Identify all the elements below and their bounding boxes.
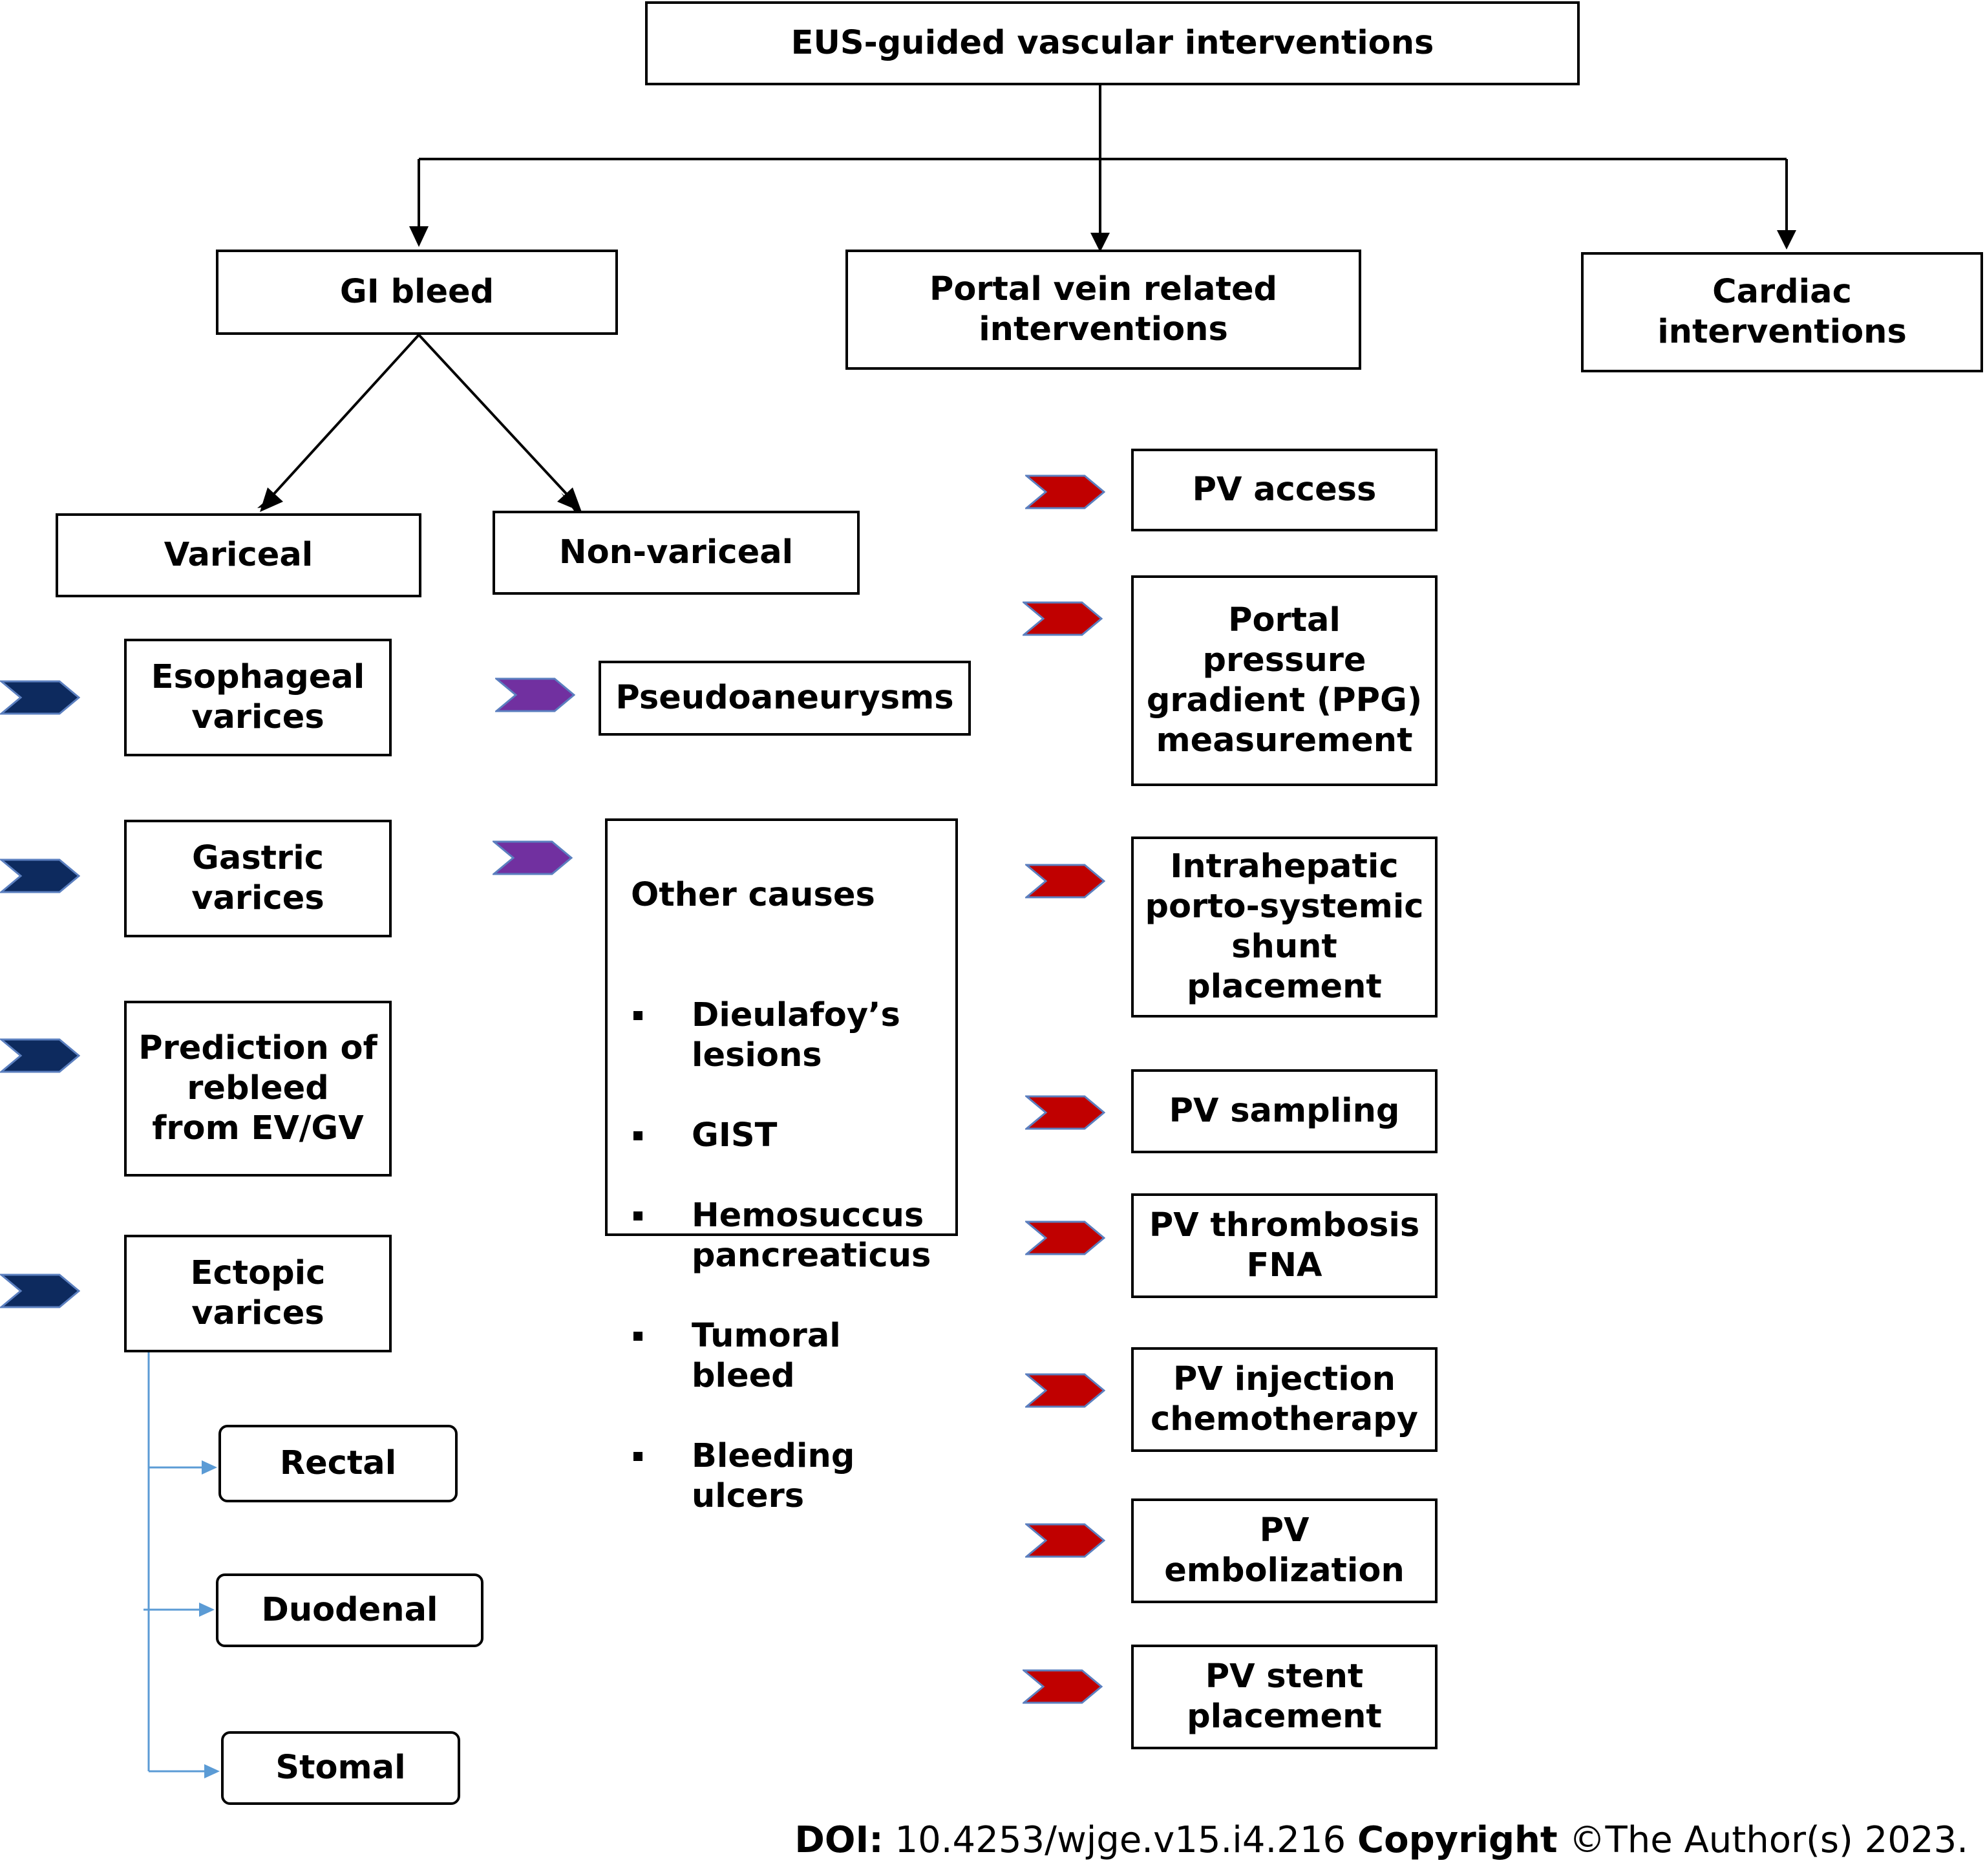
duodenal-box: Duodenal xyxy=(216,1573,483,1647)
pv-thrombosis-fna-box: PV thrombosis FNA xyxy=(1131,1193,1438,1298)
non-variceal-chevron-icon xyxy=(493,840,573,875)
pseudoaneurysms-label: Pseudoaneurysms xyxy=(615,679,954,717)
non-variceal-chevron-icon xyxy=(495,677,575,712)
copyright-text: ©The Author(s) 2023. xyxy=(1569,1819,1968,1861)
rebleed-prediction-label: Prediction of rebleed from EV/GV xyxy=(138,1029,377,1147)
doi-label: DOI: xyxy=(794,1819,884,1861)
variceal-label: Variceal xyxy=(164,536,313,574)
pseudoaneurysms-box: Pseudoaneurysms xyxy=(599,661,971,736)
gastric-varices-box: Gastric varices xyxy=(124,820,392,937)
portal-chevron-icon xyxy=(1025,1220,1105,1255)
portal-chevron-icon xyxy=(1025,864,1105,899)
variceal-box: Variceal xyxy=(56,513,421,597)
pv-sampling-label: PV sampling xyxy=(1169,1092,1400,1130)
cause-item-bleeding-ulcers: Bleeding ulcers xyxy=(631,1436,955,1517)
variceal-chevron-icon xyxy=(0,1038,80,1073)
pv-injection-chemo-label: PV injection chemotherapy xyxy=(1151,1360,1418,1438)
gi-to-variceal-line xyxy=(271,334,420,496)
shunt-placement-label: Intrahepatic porto-systemic shunt placem… xyxy=(1145,847,1424,1006)
stomal-label: Stomal xyxy=(275,1749,406,1787)
root-box: EUS-guided vascular interventions xyxy=(645,1,1580,85)
ectopic-arrowhead-duodenal xyxy=(199,1603,215,1617)
arrowhead-portal-vein xyxy=(1090,233,1110,252)
ppg-measurement-box: Portal pressure gradient (PPG) measureme… xyxy=(1131,575,1438,786)
ectopic-arrowhead-stomal xyxy=(204,1764,220,1778)
pv-stent-placement-label: PV stent placement xyxy=(1187,1657,1382,1736)
portal-chevron-icon xyxy=(1023,601,1103,636)
cardiac-label: Cardiac interventions xyxy=(1657,273,1907,351)
pv-stent-placement-box: PV stent placement xyxy=(1131,1645,1438,1749)
duodenal-label: Duodenal xyxy=(261,1591,438,1629)
other-causes-list: Dieulafoy’s lesions GIST Hemosuccus panc… xyxy=(631,955,955,1557)
other-causes-title: Other causes xyxy=(631,876,875,914)
portal-chevron-icon xyxy=(1025,474,1105,509)
gi-to-nonvariceal-line xyxy=(418,334,571,499)
rectal-label: Rectal xyxy=(279,1444,397,1482)
portal-chevron-icon xyxy=(1025,1523,1105,1558)
cause-item-tumoral-bleed: Tumoral bleed xyxy=(631,1316,955,1396)
portal-vein-label: Portal vein related interventions xyxy=(929,270,1278,348)
doi-value: 10.4253/wjge.v15.i4.216 xyxy=(895,1819,1346,1861)
esophageal-varices-box: Esophageal varices xyxy=(124,639,392,756)
citation-footer: DOI: 10.4253/wjge.v15.i4.216 Copyright ©… xyxy=(794,1818,1968,1863)
portal-chevron-icon xyxy=(1023,1669,1103,1704)
pv-thrombosis-fna-label: PV thrombosis FNA xyxy=(1149,1206,1420,1284)
other-causes-box: Other causes Dieulafoy’s lesions GIST He… xyxy=(605,818,958,1515)
esophageal-varices-label: Esophageal varices xyxy=(151,658,365,736)
gi-bleed-box: GI bleed xyxy=(216,250,618,335)
variceal-chevron-icon xyxy=(0,858,80,893)
portal-chevron-icon xyxy=(1025,1373,1105,1408)
pv-injection-chemo-box: PV injection chemotherapy xyxy=(1131,1347,1438,1452)
variceal-chevron-icon xyxy=(0,1274,80,1308)
pv-sampling-box: PV sampling xyxy=(1131,1069,1438,1153)
variceal-chevron-icon xyxy=(0,680,80,715)
ppg-measurement-label: Portal pressure gradient (PPG) measureme… xyxy=(1146,601,1423,760)
non-variceal-box: Non-variceal xyxy=(493,511,860,595)
portal-chevron-icon xyxy=(1025,1095,1105,1130)
cause-item-dieulafoy: Dieulafoy’s lesions xyxy=(631,996,955,1076)
gastric-varices-label: Gastric varices xyxy=(191,839,324,917)
arrowhead-cardiac xyxy=(1777,230,1796,250)
stomal-box: Stomal xyxy=(221,1731,460,1805)
root-label: EUS-guided vascular interventions xyxy=(791,24,1434,62)
cause-item-hemosuccus: Hemosuccus pancreaticus xyxy=(631,1196,955,1276)
pv-access-box: PV access xyxy=(1131,449,1438,531)
non-variceal-label: Non-variceal xyxy=(558,533,794,571)
shunt-placement-box: Intrahepatic porto-systemic shunt placem… xyxy=(1131,837,1438,1018)
rebleed-prediction-box: Prediction of rebleed from EV/GV xyxy=(124,1001,392,1177)
cause-item-gist: GIST xyxy=(631,1116,955,1156)
cardiac-box: Cardiac interventions xyxy=(1581,252,1983,372)
rectal-box: Rectal xyxy=(218,1425,458,1502)
pv-embolization-label: PV embolization xyxy=(1164,1511,1405,1590)
copyright-label: Copyright xyxy=(1357,1819,1558,1861)
ectopic-arrowhead-rectal xyxy=(202,1460,217,1475)
portal-vein-box: Portal vein related interventions xyxy=(845,250,1361,370)
ectopic-varices-label: Ectopic varices xyxy=(190,1254,326,1332)
pv-access-label: PV access xyxy=(1192,471,1377,509)
pv-embolization-box: PV embolization xyxy=(1131,1498,1438,1603)
ectopic-varices-box: Ectopic varices xyxy=(124,1235,392,1352)
gi-bleed-label: GI bleed xyxy=(339,273,494,311)
arrowhead-gi-bleed xyxy=(409,226,429,247)
